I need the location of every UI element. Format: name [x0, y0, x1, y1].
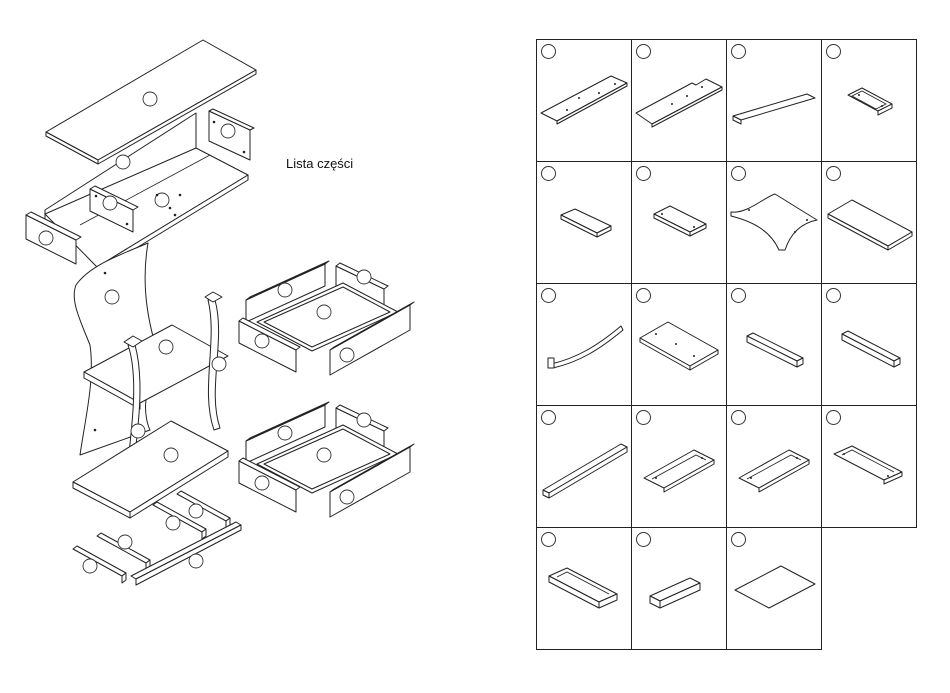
long-panel-with-holes-icon [537, 40, 633, 163]
part-number-circle [636, 44, 651, 59]
bottom-rails [73, 491, 241, 585]
short-rail-icon [822, 284, 918, 407]
exploded-assembly-drawing [0, 0, 520, 693]
part-cell [821, 283, 917, 406]
part-number-circle [636, 532, 651, 547]
part-cell [631, 527, 727, 650]
side-panel-top-right [209, 109, 254, 160]
thin-sheet-icon [727, 528, 823, 651]
long-rail-icon [537, 406, 633, 529]
part-cell [821, 161, 917, 284]
part-number-circle [731, 532, 746, 547]
part-number-circle [826, 166, 841, 181]
drawer-front-strip-icon [632, 528, 728, 651]
part-cell [631, 283, 727, 406]
part-number-circle [636, 410, 651, 425]
part-cell [821, 405, 917, 528]
part-number-circle [541, 410, 556, 425]
part-number-circle [826, 44, 841, 59]
part-cell [726, 39, 822, 162]
part-number-circle [636, 166, 651, 181]
part-number-circle [636, 288, 651, 303]
part-cell [536, 161, 632, 284]
channel-panel-icon [727, 406, 823, 529]
part-cell [631, 39, 727, 162]
part-cell [631, 405, 727, 528]
flat-board-icon [822, 162, 918, 285]
curved-shelf-icon [727, 162, 823, 285]
part-number-circle [731, 288, 746, 303]
part-cell [536, 527, 632, 650]
part-cell [821, 39, 917, 162]
small-panel-icon [537, 162, 633, 285]
part-cell [536, 283, 632, 406]
rectangular-panel-icon [632, 284, 728, 407]
part-cell [631, 161, 727, 284]
short-rail-icon [727, 284, 823, 407]
channel-panel-icon [632, 406, 728, 529]
part-cell [726, 161, 822, 284]
part-number-circle [541, 44, 556, 59]
part-number-circle [731, 410, 746, 425]
small-panel-with-holes-icon [632, 162, 728, 285]
part-cell [536, 405, 632, 528]
drawer-lower [239, 402, 414, 517]
channel-board-icon [537, 528, 633, 651]
part-number-circle [541, 532, 556, 547]
part-cell [726, 527, 822, 650]
long-panel-notched-icon [632, 40, 728, 163]
small-tray-icon [822, 40, 918, 163]
long-thin-strip-icon [727, 40, 823, 163]
curved-leg-icon [537, 284, 633, 407]
part-cell [726, 405, 822, 528]
part-number-circle [826, 410, 841, 425]
part-number-circle [541, 288, 556, 303]
part-number-circle [731, 44, 746, 59]
part-cell [726, 283, 822, 406]
part-number-circle [541, 166, 556, 181]
part-number-circle [731, 166, 746, 181]
drawer-upper [239, 261, 414, 375]
part-cell [536, 39, 632, 162]
part-number-circle [826, 288, 841, 303]
parts-list-title: Lista części [286, 156, 353, 171]
channel-panel-icon [822, 406, 918, 529]
